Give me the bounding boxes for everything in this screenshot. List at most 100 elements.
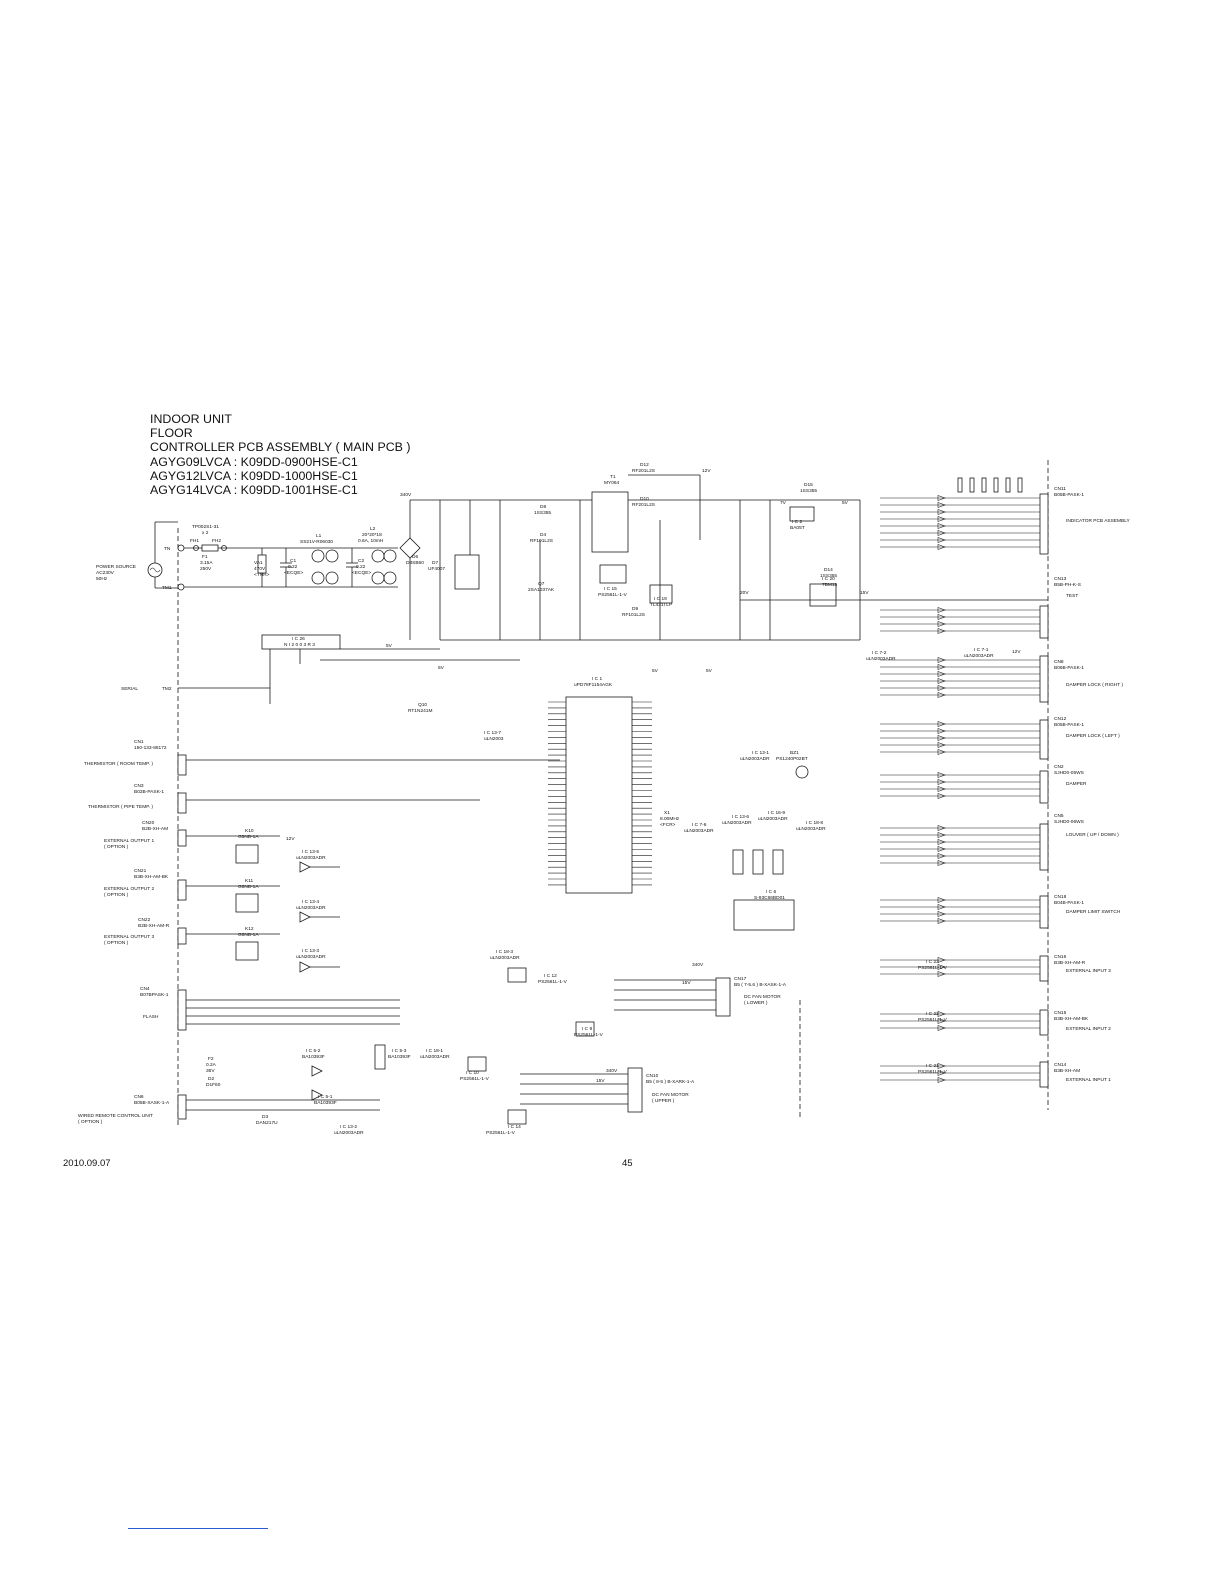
- label-ic20-ref: I C 20: [822, 576, 835, 582]
- driver-buffer: [937, 793, 946, 799]
- label-x1-type: <FCR>: [660, 822, 676, 828]
- label-ic16-9-part: uLN2003ADR: [758, 816, 788, 822]
- label-cn2-function: DAMPER: [1066, 781, 1087, 787]
- label-ic5-1-ref: I C 5-1: [318, 1094, 333, 1100]
- label-rail-5v-c25: 5V: [706, 668, 713, 674]
- label-t1-part: MY064: [604, 480, 620, 486]
- label-d10-part: RF201L2S: [632, 502, 655, 508]
- driver-buffer: [937, 839, 946, 845]
- driver-buffer: [937, 779, 946, 785]
- label-rail-5v-q10: 5V: [438, 665, 445, 671]
- label-ic21-ref: I C 21: [926, 1063, 939, 1069]
- right-connector-housing: [1039, 823, 1049, 871]
- driver-buffer: [937, 495, 946, 501]
- driver-buffer: [937, 671, 946, 677]
- label-cn14-ref: CN14: [1054, 1062, 1067, 1068]
- label-c2-type: <ECQE>: [352, 570, 371, 576]
- label-ic12-ref: I C 12: [544, 973, 557, 979]
- label-f2-voltage: 36V: [206, 1068, 215, 1074]
- label-d9-part: RF101L2S: [622, 612, 645, 618]
- right-connector-housing: [1039, 895, 1049, 929]
- label-power-source-2: AC230V: [96, 570, 115, 576]
- label-cn15-part: B3B-XH-AM-BK: [1054, 1016, 1089, 1022]
- label-l2-size: 20*20*18: [362, 532, 382, 538]
- label-d4-part: RF101L2S: [530, 538, 553, 544]
- label-cn16-function: EXTERNAL INPUT 3: [1066, 968, 1111, 974]
- label-x1-ref: X1: [664, 810, 670, 816]
- title-line-2: FLOOR: [150, 426, 193, 441]
- label-ic18-8-part: uLN2003ADR: [796, 826, 826, 832]
- label-d10-ref: D10: [640, 496, 649, 502]
- label-d2-part: D1F60: [206, 1082, 221, 1088]
- label-ic13-1-ref: I C 13-1: [752, 750, 769, 756]
- label-ic13-3-part: uLN2003ADR: [296, 954, 326, 960]
- label-cn5-part: SJHD0-06WS: [1054, 819, 1084, 825]
- label-rail-15v-cn17: 15V: [682, 980, 691, 986]
- label-ic18-1-ref: I C 18-1: [426, 1048, 443, 1054]
- label-c2-value: 0.22: [356, 564, 366, 570]
- label-ic22-part: PS2561L-1-V: [918, 1017, 948, 1023]
- label-rail-12v-top: 12V: [702, 468, 711, 474]
- label-cn20-ref: CN20: [142, 820, 155, 826]
- fan-motor-section: [311, 765, 809, 1125]
- label-bz1-ref: BZ1: [790, 750, 799, 756]
- label-cn8-ref: CN8: [1054, 659, 1064, 665]
- label-cn14-part: B3B-XH-AM: [1054, 1068, 1080, 1074]
- right-connector-housing: [1039, 719, 1049, 760]
- label-x1-freq: 8.00MHz: [660, 816, 680, 822]
- label-ic5-3-ref: I C 5-3: [392, 1048, 407, 1054]
- label-ext-out2-2: ( OPTION ): [104, 892, 129, 898]
- label-rail-340v-cn17: 340V: [692, 962, 704, 968]
- driver-buffer: [937, 685, 946, 691]
- label-thermistor-pipe: THERMISTOR ( PIPE TEMP. ): [88, 804, 153, 810]
- label-ic7-6-ref: I C 7-6: [692, 822, 707, 828]
- footer-link-underline: [128, 1528, 268, 1529]
- driver-buffer: [937, 530, 946, 536]
- label-tp-qty: x 2: [202, 530, 209, 536]
- label-q10-part: RT1N241M: [408, 708, 432, 714]
- label-bz1-part: PS1240P02BT: [776, 756, 808, 762]
- driver-buffer: [937, 621, 946, 627]
- label-ic16-9-ref: I C 16-9: [768, 810, 785, 816]
- ic26-block: [178, 634, 520, 704]
- pullup-resistor: [969, 477, 975, 493]
- label-flash: FLASH: [143, 1014, 159, 1020]
- label-ic13-6-ref: I C 13-6: [732, 814, 749, 820]
- label-ic7-1-ref: I C 7-1: [974, 647, 989, 653]
- driver-buffer: [937, 657, 946, 663]
- power-input-section: [147, 499, 440, 640]
- label-wired-remote-1: WIRED REMOTE CONTROL UNIT: [78, 1113, 153, 1119]
- label-ic23-ref: I C 23: [926, 959, 939, 965]
- driver-buffer: [937, 749, 946, 755]
- label-k11-part: G5NB-1A: [238, 884, 259, 890]
- driver-buffer: [937, 825, 946, 831]
- label-cn10-ref: CN10: [646, 1073, 659, 1079]
- title-line-4: AGYG09LVCA : K09DD-0900HSE-C1: [150, 454, 358, 469]
- label-ic2-part: BA05T: [790, 525, 805, 531]
- label-tn: TN: [164, 546, 171, 552]
- label-cn12-function: DAMPER LOCK ( LEFT ): [1066, 733, 1120, 739]
- label-d15-ref: D15: [804, 482, 813, 488]
- label-fh2: FH2: [212, 538, 221, 544]
- label-ic7-2-ref: I C 7-2: [872, 650, 887, 656]
- label-cn18-part: B04B-PASK-1: [1054, 900, 1084, 906]
- label-rail-15v-cn10: 15V: [596, 1078, 605, 1084]
- label-ic14-ref: I C 14: [508, 1124, 521, 1130]
- label-d14-part: 1SS355: [820, 573, 837, 579]
- label-cn21-ref: CN21: [134, 868, 147, 874]
- label-ic13-5-ref: I C 13-5: [302, 849, 319, 855]
- title-line-5: AGYG12LVCA : K09DD-1000HSE-C1: [150, 468, 358, 483]
- label-wired-remote-2: ( OPTION ): [78, 1119, 103, 1125]
- driver-buffer: [937, 742, 946, 748]
- label-c1-ref: C1: [290, 558, 296, 564]
- label-f1-voltage: 250V: [200, 566, 212, 572]
- label-cn17-part: B5 ( 7-5.6 ) B-XASK-1-A: [734, 982, 787, 988]
- driver-buffer: [937, 502, 946, 508]
- label-ic13-1-part: uLN2003ADR: [740, 756, 770, 762]
- label-ic13-7-ref: I C 13-7: [484, 730, 501, 736]
- footer-date: 2010.09.07: [63, 1158, 111, 1169]
- label-cn17-func2: ( LOWER ): [744, 1000, 768, 1006]
- label-d7-part: UF4007: [428, 566, 445, 572]
- label-ext-out3-1: EXTERNAL OUTPUT 3: [104, 934, 154, 940]
- label-thermistor-room: THERMISTOR ( ROOM TEMP. ): [84, 761, 153, 767]
